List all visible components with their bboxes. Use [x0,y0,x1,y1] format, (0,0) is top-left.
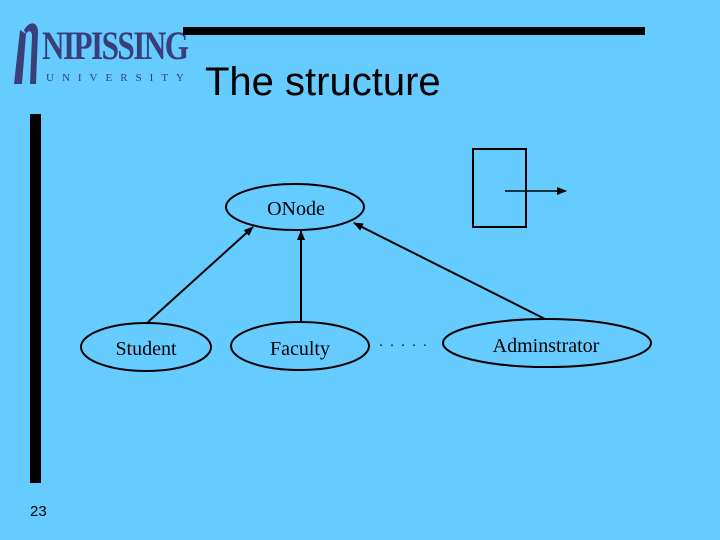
connector-administrator [353,222,546,320]
logo-subtitle: UNIVERSITY [46,72,192,84]
university-logo: NIPISSING UNIVERSITY [8,12,189,92]
connector-student [147,226,254,323]
node-onode: ONode [225,183,365,231]
node-faculty: Faculty [230,321,370,371]
node-administrator: Adminstrator [442,318,652,368]
logo-wordmark: NIPISSING [42,23,189,68]
ellipsis-more-classes: . . . . . [379,335,429,350]
side-rule [30,114,41,483]
node-student: Student [80,322,212,372]
legend-box [472,148,527,228]
node-faculty-label: Faculty [270,338,330,360]
top-rule [183,27,645,35]
logo-mark-icon [14,23,38,85]
node-onode-label: ONode [267,198,325,220]
slide-title: The structure [205,60,441,104]
node-administrator-label: Adminstrator [493,335,600,357]
node-student-label: Student [115,338,177,360]
page-number: 23 [30,503,47,520]
